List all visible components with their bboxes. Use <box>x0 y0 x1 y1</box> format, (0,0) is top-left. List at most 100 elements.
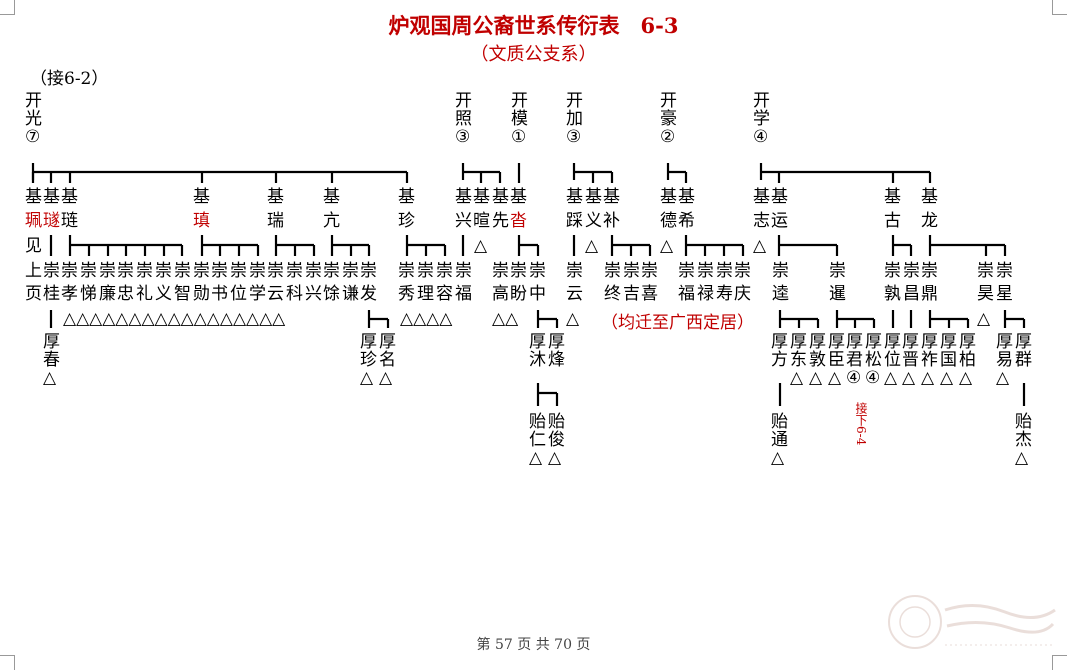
ji-person-top: 基 <box>921 187 938 207</box>
chong-person-top: 崇 <box>678 261 695 281</box>
no-descendant-row: △△ <box>492 309 519 329</box>
kai-person: 开 照 ③ <box>455 91 472 147</box>
no-descendant-mark: △ <box>566 309 580 329</box>
ji-person-name: 珮 <box>25 211 42 231</box>
hou-person: 厚 名 △ <box>379 332 396 388</box>
ji-person-top: 基 <box>323 187 340 207</box>
ji-person-top: 基 <box>585 187 602 207</box>
ji-person-top: 基 <box>771 187 788 207</box>
chong-person-name: 云 <box>566 284 583 304</box>
ji-person-name: 德 <box>660 211 677 231</box>
yi-person: 贻 杰 △ <box>1015 412 1032 468</box>
no-descendant-row: △△△△△△△△△△△△△△△△△ <box>63 309 286 329</box>
chong-person-name: 庆 <box>734 284 751 304</box>
chong-person-name: 鼎 <box>921 284 938 304</box>
chong-person-top: 崇 <box>155 261 172 281</box>
chong-person-top: 崇 <box>604 261 621 281</box>
chong-person-top: 崇 <box>360 261 377 281</box>
chong-person-name: 逵 <box>772 284 789 304</box>
hou-person: 厚 君 ④ <box>846 332 863 388</box>
ji-person-name: 补 <box>603 211 620 231</box>
ji-person-top: 基 <box>884 187 901 207</box>
hou-person: 厚 烽 <box>548 332 565 370</box>
chong-person-top: 崇 <box>884 261 901 281</box>
no-descendant-mark: △ <box>977 309 991 329</box>
ji-person-name: 古 <box>884 211 901 231</box>
chong-person-name: 云 <box>267 284 284 304</box>
chong-person-top: 崇 <box>510 261 527 281</box>
chong-person-top: 崇 <box>716 261 733 281</box>
kai-person: 开 学 ④ <box>753 91 770 147</box>
page-footer: 第 57 页 共 70 页 <box>476 637 591 653</box>
hou-person: 厚 晋 △ <box>902 332 919 388</box>
chong-person-top: 崇 <box>772 261 789 281</box>
crop-mark <box>1052 0 1067 15</box>
crop-mark <box>1052 655 1067 670</box>
hou-person: 厚 位 △ <box>884 332 901 388</box>
chong-person-top: 崇 <box>80 261 97 281</box>
ji-person-top: 基 <box>678 187 695 207</box>
chong-person-top: 崇 <box>249 261 266 281</box>
chong-person-top: 崇 <box>99 261 116 281</box>
ji-person-top: 基 <box>753 187 770 207</box>
chong-person-name: 禄 <box>697 284 714 304</box>
chong-person-name: 书 <box>211 284 228 304</box>
ji-person-name: 龙 <box>921 211 938 231</box>
chong-person-name: 暹 <box>829 284 846 304</box>
hou-person: 厚 东 △ <box>790 332 807 388</box>
chong-person-top: 崇 <box>61 261 78 281</box>
chong-person-top: 崇 <box>697 261 714 281</box>
ji-person-name: 瑞 <box>267 211 284 231</box>
chong-person-name: 孝 <box>61 284 78 304</box>
crop-mark <box>0 655 15 670</box>
chong-person-name: 昌 <box>903 284 920 304</box>
hou-person: 厚 群 <box>1015 332 1032 370</box>
ji-person-top: 基 <box>473 187 490 207</box>
ji-person-top: 基 <box>398 187 415 207</box>
chong-person-name: 秀 <box>398 284 415 304</box>
chong-person-name: 福 <box>678 284 695 304</box>
chong-person-top: 崇 <box>436 261 453 281</box>
ji-person-name: 先 <box>492 211 509 231</box>
ji-person-name: 希 <box>678 211 695 231</box>
chong-person-top: 崇 <box>117 261 134 281</box>
page-subtitle: （文质公支系） <box>470 44 597 65</box>
chong-person-name: 位 <box>230 284 247 304</box>
ji-person-top: 基 <box>267 187 284 207</box>
no-descendant-mark: △ <box>660 236 674 256</box>
chong-person-top: 崇 <box>641 261 658 281</box>
ji-person-name: 暄 <box>473 211 490 231</box>
ji-person-top: 基 <box>603 187 620 207</box>
chong-person-top: 崇 <box>996 261 1013 281</box>
hou-person: 厚 松 ④ <box>865 332 882 388</box>
ji-person-top: 基 <box>25 187 42 207</box>
ji-person-top: 基 <box>61 187 78 207</box>
chong-person-top: 见 <box>25 236 42 256</box>
no-descendant-row: △△△△ <box>400 309 453 329</box>
page-title: 炉观国周公裔世系传衍表 6-3 <box>388 13 679 38</box>
chong-person-name: 智 <box>174 284 191 304</box>
chong-person-top: 崇 <box>921 261 938 281</box>
hou-person: 厚 国 △ <box>940 332 957 388</box>
watermark-logo <box>888 595 1056 649</box>
chong-person-top: 崇 <box>323 261 340 281</box>
ji-person-top: 基 <box>660 187 677 207</box>
ji-person-top: 基 <box>510 187 527 207</box>
no-descendant-mark: △ <box>753 236 767 256</box>
hou-person: 厚 沐 <box>529 332 546 370</box>
chong-person-name: 廉 <box>99 284 116 304</box>
chong-person-name: 忠 <box>117 284 134 304</box>
kai-person: 开 豪 ② <box>660 91 677 147</box>
kai-person: 开 加 ③ <box>566 91 583 147</box>
chong-person-top: 崇 <box>455 261 472 281</box>
ji-person-name: 亢 <box>323 211 340 231</box>
chong-person-top: 崇 <box>977 261 994 281</box>
chong-person-top: 崇 <box>829 261 846 281</box>
hou-person: 厚 柏 △ <box>959 332 976 388</box>
hou-person: 厚 臣 △ <box>828 332 845 388</box>
ji-person-name: 义 <box>585 211 602 231</box>
ji-person-name: 踩 <box>566 211 583 231</box>
chong-person-top: 崇 <box>398 261 415 281</box>
kai-person: 开 光 ⑦ <box>25 91 42 147</box>
